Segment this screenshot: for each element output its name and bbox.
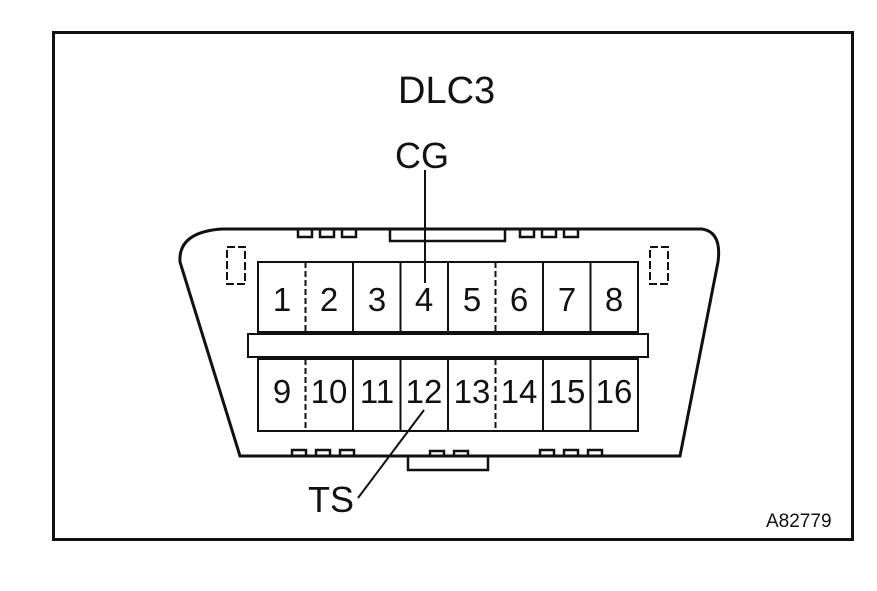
pin-label: 13 xyxy=(453,373,491,410)
figure-reference-code: A82779 xyxy=(766,511,832,532)
pin-label: 8 xyxy=(604,281,624,318)
pin-label: 4 xyxy=(413,281,435,318)
pin-label: 14 xyxy=(500,373,538,410)
pin-label: 2 xyxy=(319,281,339,318)
center-bar xyxy=(247,333,649,358)
bottom-notches xyxy=(290,448,604,472)
cg-callout-label: CG xyxy=(395,135,449,176)
pin-label: 1 xyxy=(272,281,292,318)
top-notches xyxy=(296,229,580,243)
connector-title: DLC3 xyxy=(398,70,496,112)
pin-label: 9 xyxy=(272,373,292,410)
connector-body xyxy=(178,227,721,458)
pin-label: 5 xyxy=(462,281,482,318)
pin-label: 11 xyxy=(359,373,395,410)
left-latch xyxy=(226,246,246,285)
pin-label: 10 xyxy=(310,373,348,410)
ts-leader-line xyxy=(357,409,425,499)
pin-grid-bottom xyxy=(257,358,639,432)
pin-label: 16 xyxy=(595,373,633,410)
ts-callout-label: TS xyxy=(308,479,355,520)
pin-label: 6 xyxy=(509,281,529,318)
right-latch xyxy=(649,246,669,285)
pin-label: 3 xyxy=(367,281,387,318)
pin-label: 7 xyxy=(557,281,577,318)
pin-grid-top xyxy=(257,261,639,333)
pin-label: 12 xyxy=(405,373,443,410)
pin-label: 15 xyxy=(548,373,586,410)
